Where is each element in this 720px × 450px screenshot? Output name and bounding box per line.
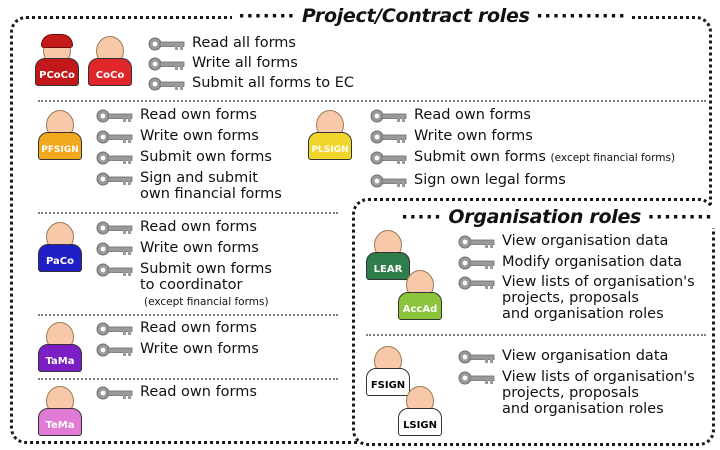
key-icon: [148, 77, 185, 91]
key-icon: [96, 263, 133, 277]
lsign-role-avatar: LSIGN: [398, 386, 442, 438]
permission-item: Write all forms: [148, 55, 298, 71]
permission-item: Submit all forms to EC: [148, 75, 354, 91]
pcoco-role-avatar: PCoCo: [35, 34, 79, 88]
paco-role-avatar: PaCo: [38, 222, 82, 274]
permission-item: Modify organisation data: [458, 254, 682, 270]
separator: [38, 378, 338, 380]
organisation-roles-title: ····· Organisation roles ········: [395, 206, 720, 228]
hat-icon: [41, 34, 73, 48]
tama-role-avatar: TaMa: [38, 322, 82, 374]
permission-item: View organisation data: [458, 348, 668, 364]
role-label-tema: TeMa: [45, 420, 75, 431]
key-icon: [458, 350, 495, 364]
role-label-coco: CoCo: [95, 70, 125, 81]
key-icon: [370, 130, 407, 144]
coco-role-avatar: CoCo: [88, 36, 132, 88]
role-label-plsign: PLSIGN: [311, 145, 349, 155]
role-label-lear: LEAR: [373, 264, 403, 275]
key-icon: [96, 172, 133, 186]
role-label-fsign: FSIGN: [370, 380, 406, 391]
role-label-pcoco: PCoCo: [39, 70, 75, 81]
key-icon: [458, 256, 495, 270]
permission-item: Submit own forms (except financial forms…: [370, 149, 675, 166]
key-icon: [96, 386, 133, 400]
key-icon: [96, 221, 133, 235]
key-icon: [370, 151, 407, 165]
separator: [38, 100, 706, 102]
permission-item: Write own forms: [96, 341, 259, 357]
permission-item: Read own forms: [96, 219, 257, 235]
key-icon: [148, 57, 185, 71]
permission-item: Read own forms: [96, 107, 257, 123]
role-label-pfsign: PFSIGN: [41, 145, 79, 155]
separator: [366, 334, 706, 336]
separator: [38, 314, 338, 316]
permission-item: Read own forms: [96, 384, 257, 400]
key-icon: [96, 242, 133, 256]
accad-role-avatar: AccAd: [398, 270, 442, 322]
permission-item: Write own forms: [96, 128, 259, 144]
permission-item: Write own forms: [96, 240, 259, 256]
permission-item: Sign own legal forms: [370, 172, 566, 188]
tema-role-avatar: TeMa: [38, 386, 82, 438]
permission-item: Write own forms: [370, 128, 533, 144]
project-roles-title: ······· Project/Contract roles ·········…: [232, 5, 633, 27]
key-icon: [458, 235, 495, 249]
permission-item: Read own forms: [96, 320, 257, 336]
key-icon: [458, 371, 495, 385]
permission-item: View organisation data: [458, 233, 668, 249]
plsign-role-avatar: PLSIGN: [308, 110, 352, 162]
key-icon: [96, 109, 133, 123]
permission-item: Submit own forms: [96, 149, 272, 165]
key-icon: [96, 343, 133, 357]
fsign-role-avatar: FSIGN: [366, 346, 410, 398]
key-icon: [458, 276, 495, 290]
key-icon: [370, 109, 407, 123]
permission-item: Read own forms: [370, 107, 531, 123]
separator: [38, 212, 338, 214]
key-icon: [370, 174, 407, 188]
pfsign-role-avatar: PFSIGN: [38, 110, 82, 162]
role-label-paco: PaCo: [45, 256, 75, 267]
key-icon: [148, 37, 185, 51]
key-icon: [96, 322, 133, 336]
role-label-lsign: LSIGN: [403, 420, 437, 431]
key-icon: [96, 130, 133, 144]
role-label-tama: TaMa: [45, 356, 75, 367]
key-icon: [96, 151, 133, 165]
role-label-accad: AccAd: [402, 304, 438, 315]
lear-role-avatar: LEAR: [366, 230, 410, 282]
permission-item: Read all forms: [148, 35, 296, 51]
